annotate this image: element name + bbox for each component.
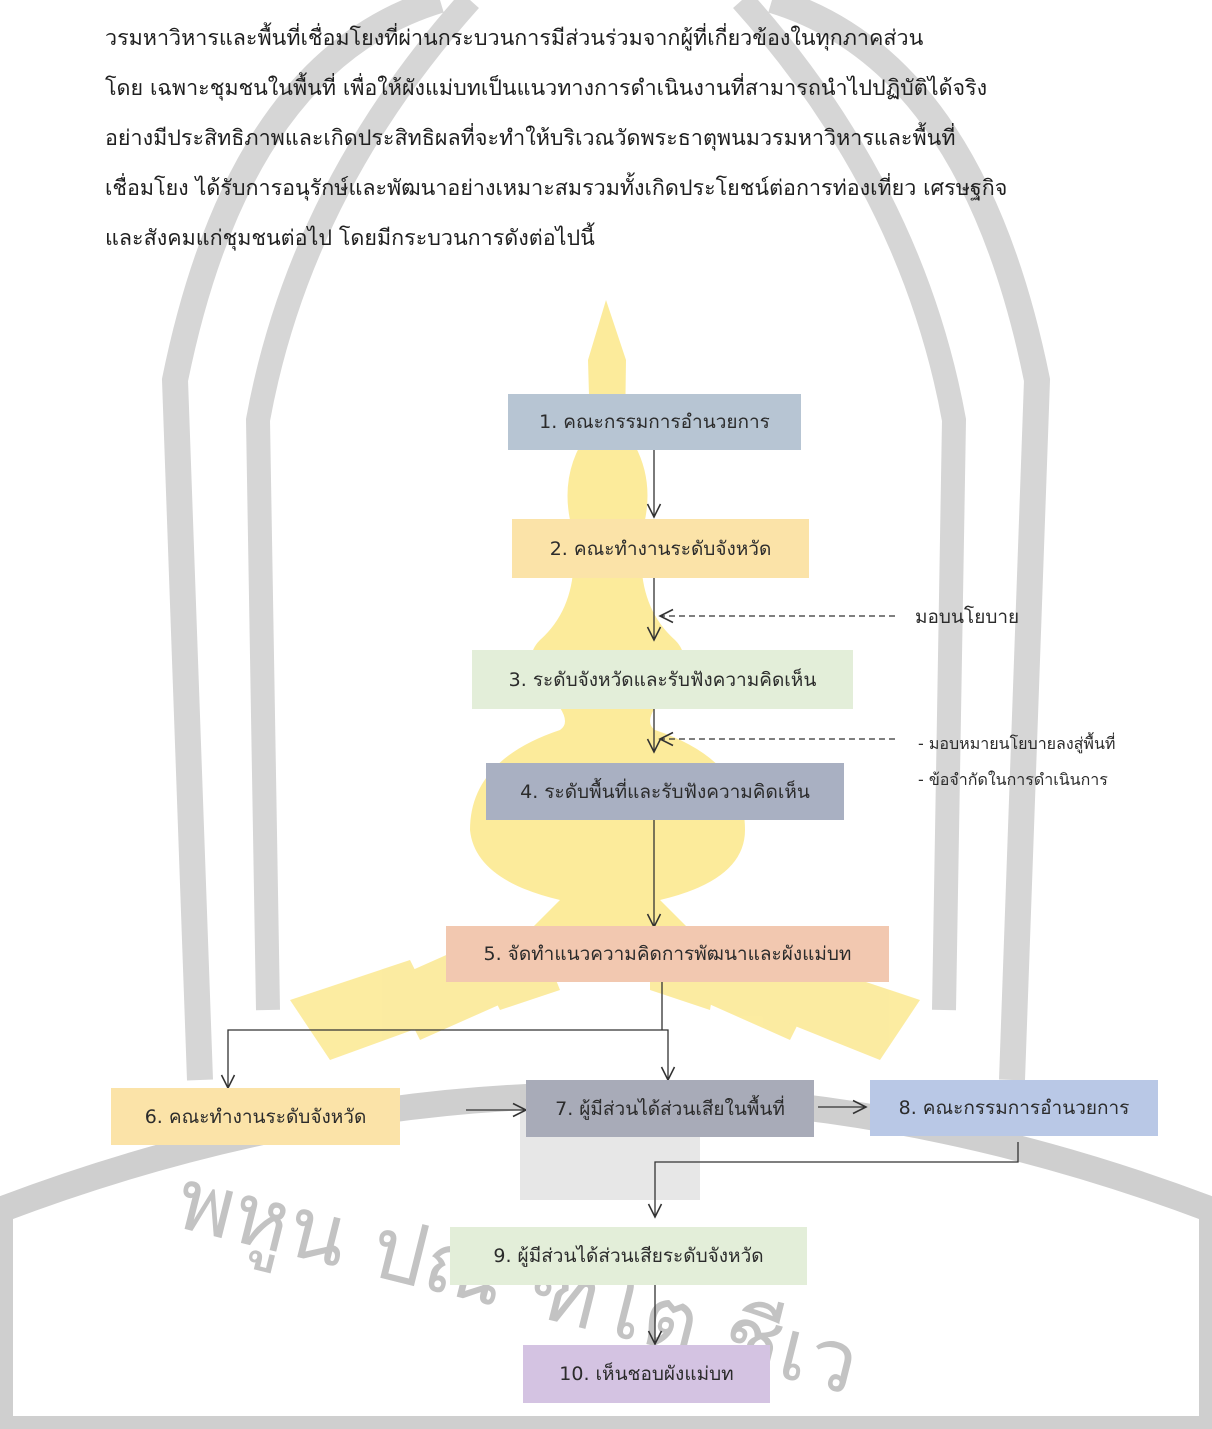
note-limits: - ข้อจำกัดในการดำเนินการ	[918, 770, 1108, 789]
step-3-label: 3. ระดับจังหวัดและรับฟังความคิดเห็น	[508, 668, 817, 691]
step-9-box: 9. ผู้มีส่วนได้ส่วนเสียระดับจังหวัด	[450, 1227, 807, 1285]
step-1-box: 1. คณะกรรมการอำนวยการ	[508, 394, 801, 450]
paragraph-line: โดย เฉพาะชุมชนในพื้นที่ เพื่อให้ผังแม่บท…	[105, 76, 988, 101]
paragraph-line: และสังคมแก่ชุมชนต่อไป โดยมีกระบวนการดังต…	[105, 226, 595, 251]
step-4-label: 4. ระดับพื้นที่และรับฟังความคิดเห็น	[520, 780, 810, 803]
step-2-label: 2. คณะทำงานระดับจังหวัด	[549, 537, 772, 560]
step-8-label: 8. คณะกรรมการอำนวยการ	[898, 1097, 1130, 1119]
step-1-label: 1. คณะกรรมการอำนวยการ	[539, 411, 770, 433]
paragraph-line: เชื่อมโยง ได้รับการอนุรักษ์และพัฒนาอย่าง…	[105, 176, 1008, 201]
step-2-box: 2. คณะทำงานระดับจังหวัด	[512, 519, 809, 578]
emblem-inner-arch	[245, 0, 967, 1011]
step-5-label: 5. จัดทำแนวความคิดการพัฒนาและผังแม่บท	[483, 943, 852, 965]
step-5-box: 5. จัดทำแนวความคิดการพัฒนาและผังแม่บท	[446, 926, 889, 982]
arrow-5-6	[228, 1029, 662, 1088]
paragraph-line: อย่างมีประสิทธิภาพและเกิดประสิทธิผลที่จะ…	[105, 126, 956, 151]
step-8-box: 8. คณะกรรมการอำนวยการ	[870, 1080, 1158, 1136]
emblem-outer-arch	[161, 0, 1051, 1081]
paragraph-line: วรมหาวิหารและพื้นที่เชื่อมโยงที่ผ่านกระบ…	[105, 26, 924, 51]
arrow-8-9	[655, 1142, 1019, 1217]
step-6-label: 6. คณะทำงานระดับจังหวัด	[144, 1105, 367, 1128]
intro-paragraph: วรมหาวิหารและพื้นที่เชื่อมโยงที่ผ่านกระบ…	[105, 14, 1135, 264]
step-10-label: 10. เห็นชอบผังแม่บท	[559, 1363, 734, 1385]
step-9-label: 9. ผู้มีส่วนได้ส่วนเสียระดับจังหวัด	[493, 1245, 764, 1267]
step-7-box: 7. ผู้มีส่วนได้ส่วนเสียในพื้นที่	[526, 1080, 814, 1137]
arrow-5-7	[662, 1029, 668, 1080]
step-6-box: 6. คณะทำงานระดับจังหวัด	[111, 1088, 400, 1145]
step-4-box: 4. ระดับพื้นที่และรับฟังความคิดเห็น	[486, 763, 844, 820]
note-policy: มอบนโยบาย	[915, 606, 1020, 628]
note-assign: - มอบหมายนโยบายลงสู่พื้นที่	[918, 734, 1116, 753]
step-3-box: 3. ระดับจังหวัดและรับฟังความคิดเห็น	[472, 650, 853, 709]
step-7-label: 7. ผู้มีส่วนได้ส่วนเสียในพื้นที่	[555, 1097, 785, 1120]
step-10-box: 10. เห็นชอบผังแม่บท	[523, 1345, 770, 1403]
